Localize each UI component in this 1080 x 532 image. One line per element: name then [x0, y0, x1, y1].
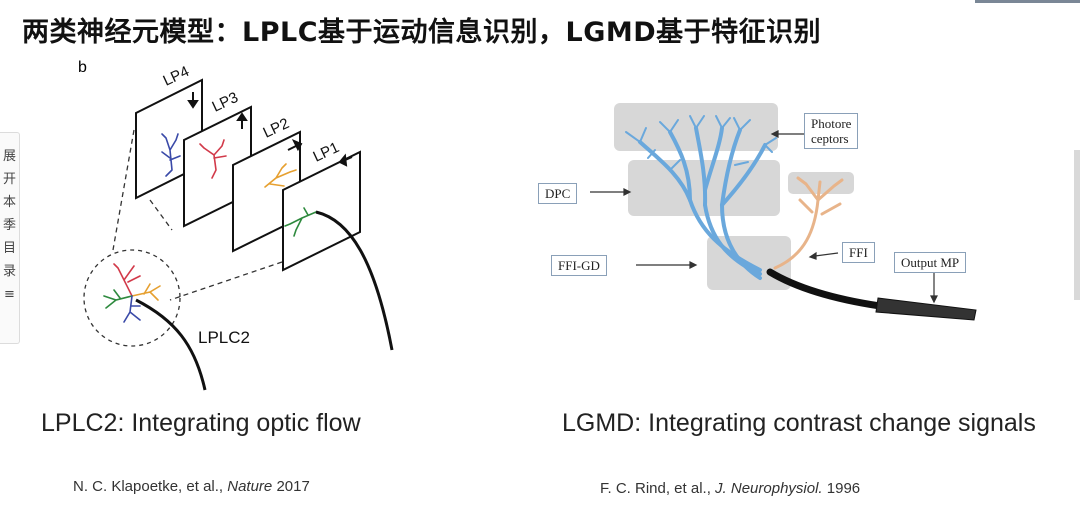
plane-lp1 — [282, 150, 361, 272]
label-output-mp: Output MP — [894, 252, 967, 273]
reference-right: F. C. Rind, et al., J. Neurophysiol. 199… — [600, 480, 860, 497]
label-lplc2: LPLC2 — [198, 328, 250, 347]
label-ffi-gd: FFI-GD — [551, 255, 607, 276]
ref-authors: F. C. Rind, et al., — [600, 480, 716, 497]
projection-lines — [112, 129, 283, 301]
sidebar-char: 开 — [2, 172, 16, 187]
sidebar-char: 录 — [2, 264, 16, 279]
outline-sidebar-tab[interactable]: 展 开 本 季 目 录 ≡ — [0, 132, 20, 344]
lplc2-receptive-circle — [83, 249, 181, 347]
arrow-up-icon — [236, 112, 248, 121]
label-ffi: FFI — [842, 242, 875, 263]
caption-left: LPLC2: Integrating optic flow — [41, 409, 361, 437]
lgmd-axon — [766, 268, 884, 310]
sidebar-char: 展 — [2, 149, 16, 164]
plane-label-lp4: LP4 — [161, 63, 192, 90]
recording-electrode — [875, 297, 977, 321]
ref-year: 1996 — [822, 480, 861, 497]
sidebar-char: 目 — [2, 241, 16, 256]
plane-label-lp3: LP3 — [210, 89, 241, 116]
sidebar-char: 季 — [2, 218, 16, 233]
ref-authors: N. C. Klapoetke, et al., — [73, 478, 228, 495]
lplc2-axon — [135, 298, 207, 391]
ffi-dendrites — [773, 176, 844, 270]
dendrite-lp3 — [199, 139, 227, 179]
ref-journal: J. Neurophysiol. — [715, 480, 823, 497]
ref-year: 2017 — [272, 478, 310, 495]
top-edge-bar — [975, 0, 1080, 3]
lplc2-dendrites — [103, 263, 161, 323]
lp-planes — [135, 78, 361, 272]
ref-journal: Nature — [227, 478, 273, 495]
arrow-left-icon — [338, 153, 348, 167]
annotation-arrows — [590, 130, 938, 304]
sidebar-char: 本 — [2, 195, 16, 210]
panel-letter: b — [78, 59, 87, 76]
dendrite-lp4 — [161, 133, 181, 177]
motion-arrows — [187, 92, 353, 167]
arrow-down-icon — [187, 100, 199, 109]
lp1-axon — [315, 210, 394, 351]
slide-title: 两类神经元模型：LPLC基于运动信息识别，LGMD基于特征识别 — [22, 17, 822, 48]
dendrite-lp2 — [264, 163, 297, 188]
arrow-right-icon — [291, 139, 303, 152]
menu-icon: ≡ — [4, 287, 15, 302]
plane-label-lp1: LP1 — [311, 139, 342, 166]
lgmd-dendrite-tree — [638, 126, 767, 280]
reference-left: N. C. Klapoetke, et al., Nature 2017 — [73, 478, 310, 495]
label-dpc: DPC — [538, 183, 578, 204]
scrollbar[interactable] — [1074, 150, 1080, 300]
dendrite-lp1 — [284, 207, 317, 237]
caption-right: LGMD: Integrating contrast change signal… — [562, 409, 1036, 437]
label-photoreceptors: Photore ceptors — [804, 113, 859, 149]
